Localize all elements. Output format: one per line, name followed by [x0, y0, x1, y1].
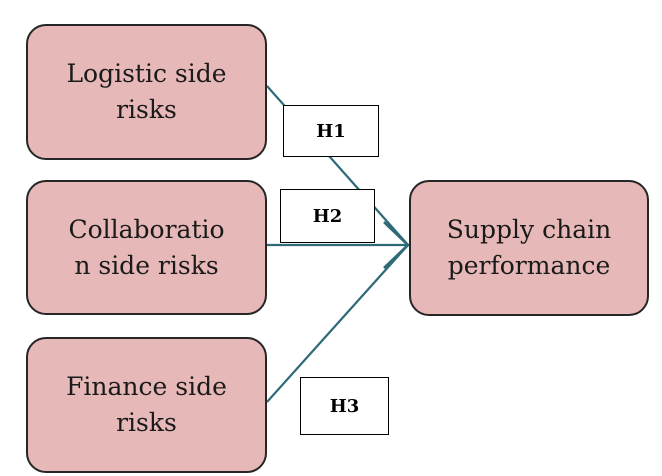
node-collaboration-line-1: Collaboratio [68, 214, 225, 244]
hypothesis-label-h2: H2 [280, 189, 375, 243]
node-logistic-side-risks: Logistic side risks [26, 24, 267, 160]
node-finance-line-1: Finance side [66, 372, 227, 401]
arrow-finance-to-supply [266, 244, 409, 403]
node-logistic-line-2: risks [116, 95, 177, 124]
node-logistic-line-1: Logistic side [66, 59, 227, 88]
node-finance-line-2: risks [116, 408, 177, 437]
node-finance-side-risks: Finance side risks [26, 337, 267, 473]
node-supply-line-2: performance [447, 251, 611, 280]
arrowhead [383, 221, 410, 269]
node-supply-chain-performance: Supply chain performance [409, 180, 649, 316]
hypothesis-label-h1: H1 [283, 105, 379, 157]
node-collaboration-line-2: n side risks [74, 250, 219, 280]
hypothesis-label-h3: H3 [300, 377, 389, 435]
node-collaboration-side-risks: Collaboratio n side risks [26, 180, 267, 315]
node-supply-line-1: Supply chain [446, 215, 612, 244]
